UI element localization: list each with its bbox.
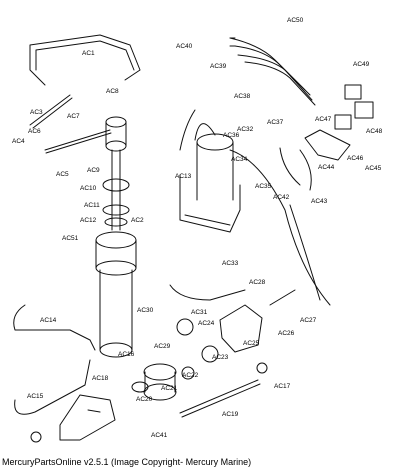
- callout-ac51: AC51: [62, 235, 79, 242]
- callout-ac2: AC2: [131, 217, 144, 224]
- ac22-washer: [181, 366, 195, 380]
- ac17-nut: [256, 362, 268, 374]
- callout-ac24: AC24: [198, 320, 215, 327]
- callout-ac14: AC14: [40, 317, 57, 324]
- callout-ac18: AC18: [92, 375, 109, 382]
- callout-ac31: AC31: [191, 309, 208, 316]
- ac17-nut-left: [30, 431, 42, 443]
- relay-1: [344, 84, 362, 100]
- callout-ac39: AC39: [210, 63, 227, 70]
- callout-ac28: AC28: [249, 279, 266, 286]
- ac42-wire: [279, 147, 301, 186]
- callout-ac20: AC20: [136, 396, 153, 403]
- callout-ac30: AC30: [137, 307, 154, 314]
- callout-ac45: AC45: [365, 165, 382, 172]
- ac3-rod: [29, 94, 73, 129]
- callout-ac38: AC38: [234, 93, 251, 100]
- callout-ac12: AC12: [80, 217, 97, 224]
- copyright-footer: MercuryPartsOnline v2.5.1 (Image Copyrig…: [2, 457, 252, 467]
- callout-ac22: AC22: [182, 372, 199, 379]
- ac14-line: [13, 304, 96, 351]
- callout-ac49: AC49: [353, 61, 370, 68]
- callout-ac48: AC48: [366, 128, 383, 135]
- ac44-bracket: [304, 129, 351, 161]
- ac19-pin: [179, 379, 261, 418]
- callout-ac26: AC26: [278, 330, 295, 337]
- callout-ac36: AC36: [223, 132, 240, 139]
- callout-ac46: AC46: [347, 155, 364, 162]
- callout-ac27: AC27: [300, 317, 317, 324]
- callout-ac15: AC15: [27, 393, 44, 400]
- callout-ac13: AC13: [175, 173, 192, 180]
- pump-body: [219, 304, 263, 353]
- callout-ac23: AC23: [212, 354, 229, 361]
- relay-3: [334, 114, 352, 130]
- callout-ac16: AC16: [118, 351, 135, 358]
- callout-ac37: AC37: [267, 119, 284, 126]
- callout-ac7: AC7: [67, 113, 80, 120]
- ac31-hose: [169, 284, 246, 301]
- callout-ac5: AC5: [56, 171, 69, 178]
- ac20-ring: [131, 381, 149, 393]
- ac1-tube: [29, 34, 141, 86]
- callout-ac4: AC4: [12, 138, 25, 145]
- callout-ac44: AC44: [318, 164, 335, 171]
- callout-ac32: AC32: [237, 126, 254, 133]
- motor-wire: [229, 149, 331, 306]
- callout-ac43: AC43: [311, 198, 328, 205]
- callout-ac3: AC3: [30, 109, 43, 116]
- relay-2: [354, 101, 374, 119]
- callout-ac35: AC35: [255, 183, 272, 190]
- callout-ac10: AC10: [80, 185, 97, 192]
- ac26-lead: [269, 289, 296, 306]
- ac15-line: [14, 359, 91, 415]
- ac23-seal: [201, 345, 219, 363]
- callout-ac11: AC11: [84, 202, 100, 209]
- callout-ac25: AC25: [243, 340, 260, 347]
- callout-ac8: AC8: [106, 88, 119, 95]
- ac27-wire: [289, 204, 321, 301]
- callout-ac41: AC41: [151, 432, 168, 439]
- callout-ac40: AC40: [176, 43, 193, 50]
- ac43-wire: [299, 149, 312, 191]
- ac7-pin: [44, 129, 112, 154]
- callout-ac17: AC17: [274, 383, 291, 390]
- ac21-cylinder: [143, 363, 177, 401]
- callout-ac42: AC42: [273, 194, 290, 201]
- callout-ac29: AC29: [154, 343, 171, 350]
- callout-ac1: AC1: [82, 50, 95, 57]
- callout-ac21: AC21: [161, 385, 178, 392]
- callout-ac6: AC6: [28, 128, 41, 135]
- callout-ac47: AC47: [315, 116, 332, 123]
- callout-ac33: AC33: [222, 260, 239, 267]
- callout-ac9: AC9: [87, 167, 100, 174]
- callout-ac34: AC34: [231, 156, 248, 163]
- ac41-bracket: [59, 394, 116, 441]
- ac31-ring: [176, 318, 194, 336]
- trim-cylinder: [95, 116, 137, 358]
- trim-motor: [179, 109, 241, 233]
- callout-ac19: AC19: [222, 411, 239, 418]
- ac50-harness: [229, 37, 316, 106]
- callout-ac50: AC50: [287, 17, 304, 24]
